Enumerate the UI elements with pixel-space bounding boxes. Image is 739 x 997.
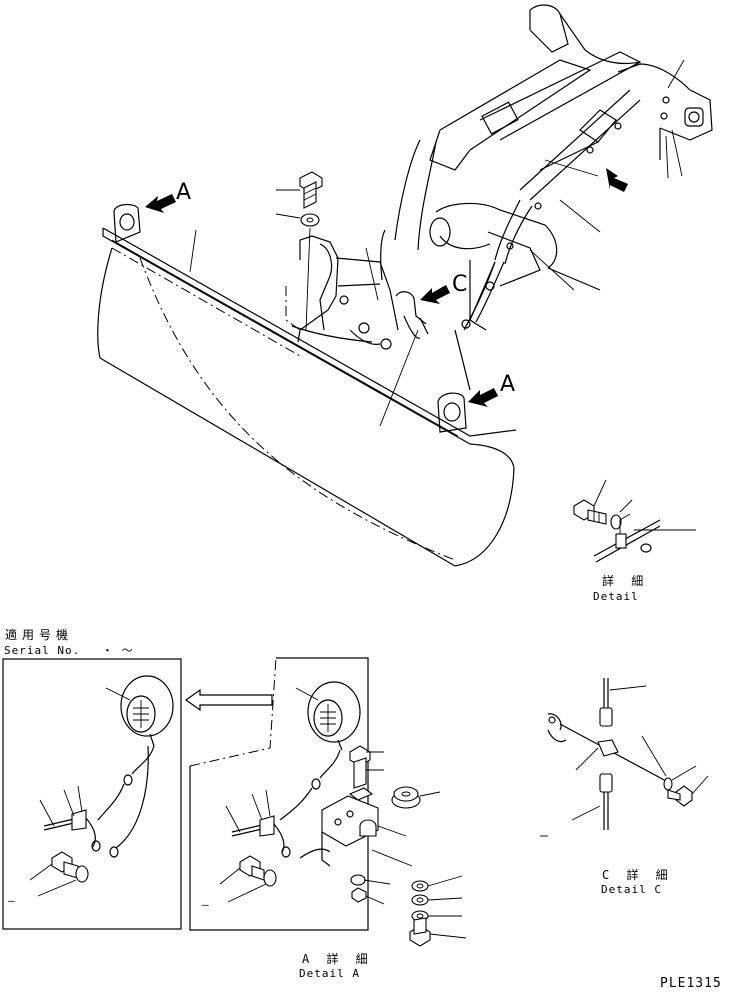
leader-lines-serial	[29, 687, 131, 897]
blade-corner-bracket-left	[113, 203, 141, 243]
detail-a-dash-mark: –	[202, 898, 210, 911]
serial-range: ・ ～	[102, 644, 134, 657]
serial-change-arrow	[184, 688, 273, 712]
detail-c-title-en: Detail C	[601, 883, 662, 896]
wiring-harness-main	[291, 96, 670, 343]
view-label-a-top: A	[176, 180, 192, 205]
horn-right	[307, 681, 361, 751]
washer-top	[300, 213, 320, 227]
center-lift-bracket	[285, 235, 427, 350]
serial-box-frame	[2, 658, 182, 930]
serial-title-jp: 適用号機	[5, 628, 74, 642]
detail-a-title-en: Detail A	[299, 967, 360, 980]
lock-washer-detail-a	[391, 786, 421, 809]
view-arrow-right	[606, 168, 628, 192]
horn-wiring-right	[231, 749, 341, 859]
view-label-c: C	[452, 272, 468, 297]
detail-a-title-jp: A 詳 細	[302, 952, 373, 966]
leader-lines-detail-c	[540, 685, 709, 837]
view-arrow-a-top	[145, 194, 176, 213]
leader-lines-main	[189, 59, 685, 427]
view-arrow-c	[420, 285, 450, 304]
detail-title-en: Detail	[593, 590, 639, 603]
hex-bolt-top	[299, 171, 323, 209]
leader-lines-detail-a	[219, 687, 467, 939]
serial-title-en: Serial No.	[4, 644, 81, 657]
detail-c-title-jp: C 詳 細	[602, 868, 673, 882]
detail-bolt-clip	[573, 479, 696, 563]
drawing-code: PLE1315	[660, 976, 722, 991]
bolt-detail-a-left	[239, 855, 277, 887]
view-label-a-bottom: A	[500, 372, 516, 397]
detail-a-frame	[189, 657, 369, 931]
blade-corner-bracket-right	[437, 392, 467, 433]
serial-dash-mark: –	[8, 894, 16, 907]
mounting-bracket	[321, 795, 379, 867]
small-plate	[348, 787, 374, 801]
bolt-detail-a-top	[349, 745, 371, 789]
view-arrow-a-bottom	[468, 388, 498, 407]
dozer-blade	[97, 227, 517, 567]
detail-c-assembly	[547, 678, 693, 830]
nut-washers-detail-a	[350, 874, 429, 922]
bolt-detail-a-bottom	[409, 917, 431, 947]
horn-wiring-left	[43, 745, 155, 858]
bolt-left	[51, 851, 89, 883]
mast-frame	[380, 4, 713, 391]
horn-left	[120, 675, 174, 747]
detail-title-jp: 詳 細	[602, 574, 649, 588]
